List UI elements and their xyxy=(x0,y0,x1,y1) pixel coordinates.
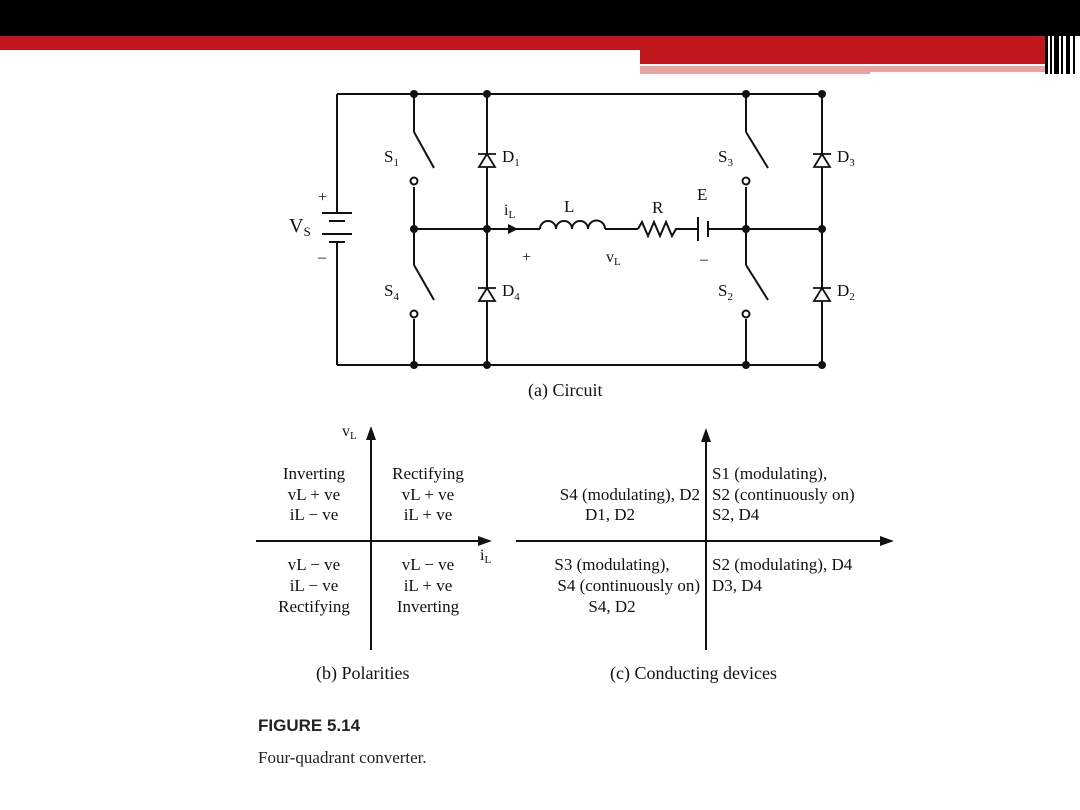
label-current: iL xyxy=(504,202,515,221)
switch-s4 xyxy=(409,264,435,319)
conducting-q3-line1: S3 (modulating), xyxy=(554,555,669,574)
polarities-x-axis: iL xyxy=(480,547,491,566)
switch-s1 xyxy=(409,131,435,186)
label-d4: D4 xyxy=(502,281,520,303)
polarity-q3-line3: Rectifying xyxy=(278,597,350,616)
polarity-q1-line2: vL + ve xyxy=(402,485,454,504)
inductor xyxy=(539,219,606,230)
conducting-q1-line2: S2 (continuously on) xyxy=(712,485,855,504)
current-arrow xyxy=(508,224,518,234)
source-label: VS xyxy=(289,215,311,239)
plus-load: + xyxy=(522,249,531,266)
resistor xyxy=(637,219,680,239)
diode-d3 xyxy=(812,152,832,168)
junction-dots xyxy=(410,90,826,369)
conducting-q3-line2: S4 (continuously on) xyxy=(557,576,700,595)
emf-source xyxy=(697,217,709,241)
label-d2: D2 xyxy=(837,281,855,303)
polarity-q2-line2: vL + ve xyxy=(288,485,340,504)
label-voltage: vL xyxy=(606,249,621,268)
accent-bar xyxy=(0,36,1045,50)
label-s3: S3 xyxy=(718,147,733,169)
switch-s2 xyxy=(741,264,769,319)
source-battery xyxy=(322,212,352,243)
polarity-q3-line2: iL − ve xyxy=(290,576,339,595)
conducting-q4-line2: D3, D4 xyxy=(712,576,763,595)
polarity-q2-line1: Inverting xyxy=(283,464,346,483)
corner-stripes xyxy=(1045,0,1080,74)
polarities-y-axis: vL xyxy=(342,423,357,442)
c-x-axis-arrow xyxy=(880,536,894,546)
label-emf: E xyxy=(697,185,707,204)
label-d1: D1 xyxy=(502,147,520,169)
accent-bar-lower xyxy=(640,50,1045,64)
label-d3: D3 xyxy=(837,147,855,169)
label-s2: S2 xyxy=(718,281,733,303)
accent-line xyxy=(640,66,1045,72)
y-axis-arrow xyxy=(366,426,376,440)
caption-circuit: (a) Circuit xyxy=(528,380,602,401)
figure-label: FIGURE 5.14 xyxy=(258,716,361,735)
figure-description: Four-quadrant converter. xyxy=(258,748,427,767)
label-inductor: L xyxy=(564,197,574,216)
switch-s3 xyxy=(741,131,769,186)
label-s4: S4 xyxy=(384,281,399,303)
conducting-q2-line1: S4 (modulating), D2 xyxy=(560,485,700,504)
c-y-axis-arrow xyxy=(701,428,711,442)
label-resistor: R xyxy=(652,198,664,217)
conducting-q3-line3: S4, D2 xyxy=(588,597,635,616)
polarity-q2-line3: iL − ve xyxy=(290,505,339,524)
conducting-q2-line2: D1, D2 xyxy=(585,505,635,524)
diode-d1 xyxy=(477,152,497,168)
x-axis-arrow xyxy=(478,536,492,546)
polarity-q4-line3: Inverting xyxy=(397,597,460,616)
plus-source: + xyxy=(318,189,327,206)
polarity-q1-line3: iL + ve xyxy=(404,505,453,524)
label-s1: S1 xyxy=(384,147,399,169)
polarity-q1-line1: Rectifying xyxy=(392,464,464,483)
header-bar xyxy=(0,0,1080,36)
diode-d4 xyxy=(477,286,497,302)
conducting-q1-line1: S1 (modulating), xyxy=(712,464,827,483)
diode-d2 xyxy=(812,286,832,302)
minus-load: – xyxy=(699,251,709,268)
polarity-q3-line1: vL − ve xyxy=(288,555,340,574)
caption-polarities: (b) Polarities xyxy=(316,663,409,684)
polarity-q4-line1: vL − ve xyxy=(402,555,454,574)
caption-conducting: (c) Conducting devices xyxy=(610,663,777,684)
conducting-q1-line3: S2, D4 xyxy=(712,505,760,524)
accent-line-short xyxy=(640,72,870,74)
polarity-q4-line2: iL + ve xyxy=(404,576,453,595)
minus-source: – xyxy=(317,249,327,266)
conducting-q4-line1: S2 (modulating), D4 xyxy=(712,555,853,574)
